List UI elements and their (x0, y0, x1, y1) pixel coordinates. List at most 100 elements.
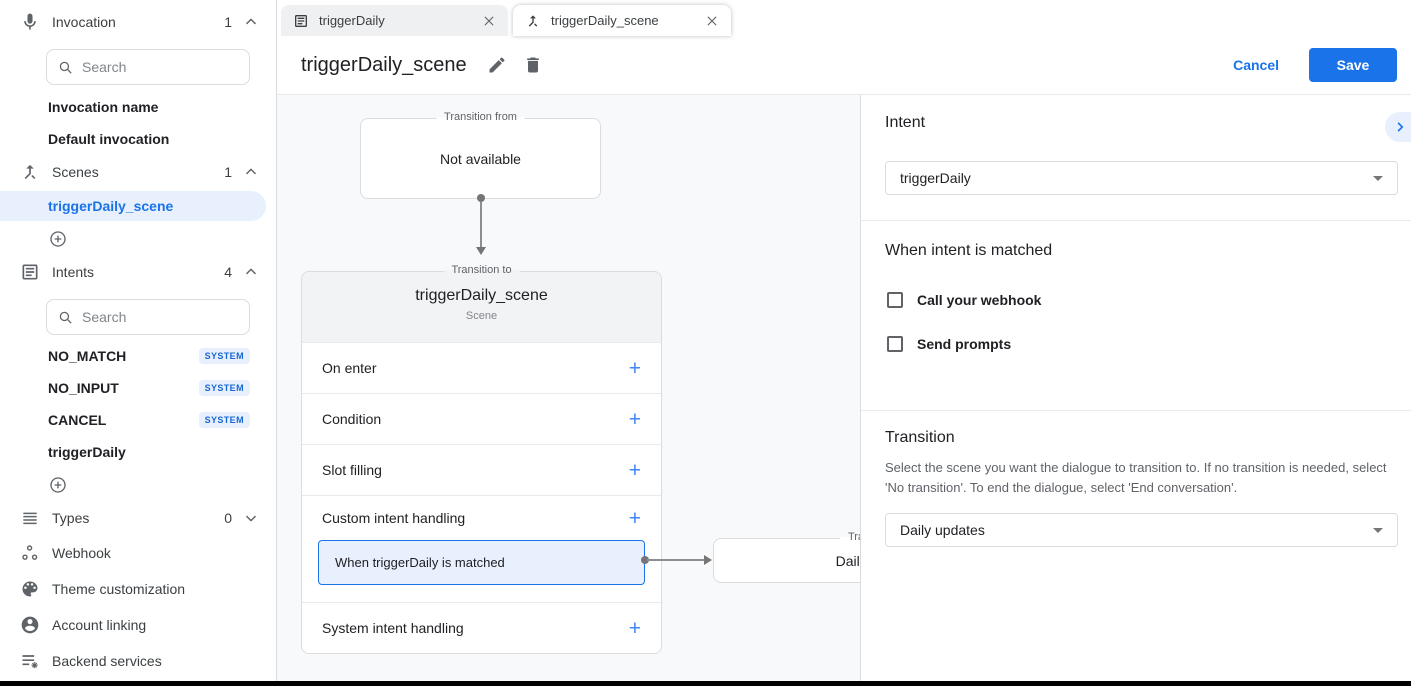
scene-row-slot-filling: Slot filling + (302, 444, 661, 495)
sidebar-item-backend-services[interactable]: Backend services (0, 643, 276, 679)
chevron-up-icon[interactable] (242, 163, 260, 181)
section-label: Intents (52, 264, 95, 280)
section-count: 1 (224, 14, 232, 30)
chevron-up-icon[interactable] (242, 263, 260, 281)
sidebar-item-intent-triggerdaily[interactable]: triggerDaily (0, 436, 276, 468)
microphone-icon (20, 12, 40, 32)
tab-triggerdaily-scene[interactable]: triggerDaily_scene (513, 5, 731, 36)
search-icon (59, 61, 72, 74)
sidebar-item-scene-triggerdaily-scene[interactable]: triggerDaily_scene (0, 191, 266, 221)
call-webhook-option[interactable]: Call your webhook (887, 292, 1041, 308)
sidebar-section-invocation[interactable]: Invocation 1 (0, 5, 276, 39)
merge-arrow-icon (20, 162, 40, 182)
panel-divider (861, 410, 1411, 411)
plus-circle-icon (50, 231, 66, 247)
sidebar-item-default-invocation[interactable]: Default invocation (0, 123, 276, 155)
intent-select-value: triggerDaily (900, 170, 971, 186)
section-count: 4 (224, 264, 232, 280)
sidebar-item-invocation-name[interactable]: Invocation name (0, 91, 276, 123)
section-label: Scenes (52, 164, 99, 180)
merge-arrow-icon (525, 13, 541, 29)
section-count: 1 (224, 164, 232, 180)
transition-target-card[interactable]: Transition to Daily updates (713, 531, 860, 583)
editor-content: Transition from Not available Transition… (277, 95, 1411, 681)
scene-row-system-intent-handling: System intent handling + (302, 602, 661, 653)
toolbar: triggerDaily_scene Cancel Save (277, 36, 1411, 95)
sidebar-item-intent-no-input[interactable]: NO_INPUT SYSTEM (0, 372, 276, 404)
cancel-button[interactable]: Cancel (1233, 57, 1279, 73)
item-label: NO_MATCH (48, 348, 127, 364)
tab-label: triggerDaily (319, 13, 385, 28)
scene-row-custom-intent-handling: Custom intent handling + When triggerDai… (302, 495, 661, 585)
sidebar-item-intent-cancel[interactable]: CANCEL SYSTEM (0, 404, 276, 436)
checkbox-label: Send prompts (917, 336, 1012, 352)
connector-line-vertical (480, 202, 482, 248)
item-label: NO_INPUT (48, 380, 119, 396)
scene-diagram-canvas[interactable]: Transition from Not available Transition… (277, 95, 860, 681)
tab-label: triggerDaily_scene (551, 13, 659, 28)
section-label: Invocation (52, 14, 116, 30)
sidebar-item-webhook[interactable]: Webhook (0, 535, 276, 571)
pencil-icon[interactable] (487, 55, 507, 75)
close-icon[interactable] (480, 12, 498, 30)
section-label: Types (52, 510, 90, 526)
tab-triggerdaily[interactable]: triggerDaily (281, 5, 508, 36)
intent-handler-when-triggerdaily-matched[interactable]: When triggerDaily is matched (318, 540, 645, 585)
save-button[interactable]: Save (1309, 48, 1397, 82)
chevron-right-icon (1397, 122, 1404, 132)
add-condition-button[interactable]: + (628, 407, 641, 431)
dropdown-caret-icon (1373, 527, 1383, 533)
scene-node-card[interactable]: Transition to triggerDaily_scene Scene O… (301, 264, 662, 654)
transition-target-title: Daily updates (835, 552, 860, 569)
send-prompts-checkbox[interactable] (887, 336, 903, 352)
sidebar-item-account-linking[interactable]: Account linking (0, 607, 276, 643)
search-icon (59, 311, 72, 324)
trash-icon[interactable] (523, 55, 543, 75)
sidebar-section-intents[interactable]: Intents 4 (0, 255, 276, 289)
page-title: triggerDaily_scene (301, 53, 467, 76)
scene-node-header: triggerDaily_scene Scene (302, 272, 661, 342)
add-custom-intent-button[interactable]: + (628, 506, 641, 530)
transition-select-value: Daily updates (900, 522, 985, 538)
sidebar: Invocation 1 Invocation name Default inv… (0, 0, 277, 681)
scene-row-condition: Condition + (302, 393, 661, 444)
intent-select[interactable]: triggerDaily (885, 161, 1398, 195)
search-input[interactable] (82, 59, 239, 75)
item-label: CANCEL (48, 412, 107, 428)
transition-select[interactable]: Daily updates (885, 513, 1398, 547)
scene-node-subtitle: Scene (465, 310, 498, 322)
checkbox-label: Call your webhook (917, 292, 1042, 308)
transition-heading: Transition (885, 429, 955, 446)
tab-bar: triggerDaily triggerDaily_scene (277, 0, 1411, 36)
sidebar-section-types[interactable]: Types 0 (0, 501, 276, 535)
sidebar-section-scenes[interactable]: Scenes 1 (0, 155, 276, 189)
add-scene-button[interactable] (0, 223, 276, 255)
row-label: System intent handling (322, 620, 464, 636)
sidebar-item-theme-customization[interactable]: Theme customization (0, 571, 276, 607)
row-label: On enter (322, 360, 377, 376)
sidebar-item-intent-no-match[interactable]: NO_MATCH SYSTEM (0, 340, 276, 372)
add-on-enter-button[interactable]: + (628, 356, 641, 380)
chevron-down-icon[interactable] (242, 509, 260, 527)
collapse-panel-button[interactable] (1385, 112, 1411, 142)
article-icon (20, 262, 40, 282)
call-webhook-checkbox[interactable] (887, 292, 903, 308)
search-input[interactable] (82, 309, 239, 325)
transition-from-body: Not available (440, 150, 521, 167)
connector-dot (477, 194, 485, 202)
add-system-intent-button[interactable]: + (628, 616, 641, 640)
add-intent-button[interactable] (0, 469, 276, 501)
webhook-icon (20, 543, 40, 563)
item-label: Invocation name (48, 99, 159, 115)
dropdown-caret-icon (1373, 175, 1383, 181)
scene-row-on-enter: On enter + (302, 342, 661, 393)
nav-label: Account linking (52, 617, 147, 633)
invocation-search (46, 49, 250, 85)
close-icon[interactable] (703, 12, 721, 30)
chevron-up-icon[interactable] (242, 13, 260, 31)
send-prompts-option[interactable]: Send prompts (887, 336, 1011, 352)
palette-icon (20, 579, 40, 599)
transition-from-card[interactable]: Transition from Not available (360, 111, 601, 199)
add-slot-filling-button[interactable]: + (628, 458, 641, 482)
